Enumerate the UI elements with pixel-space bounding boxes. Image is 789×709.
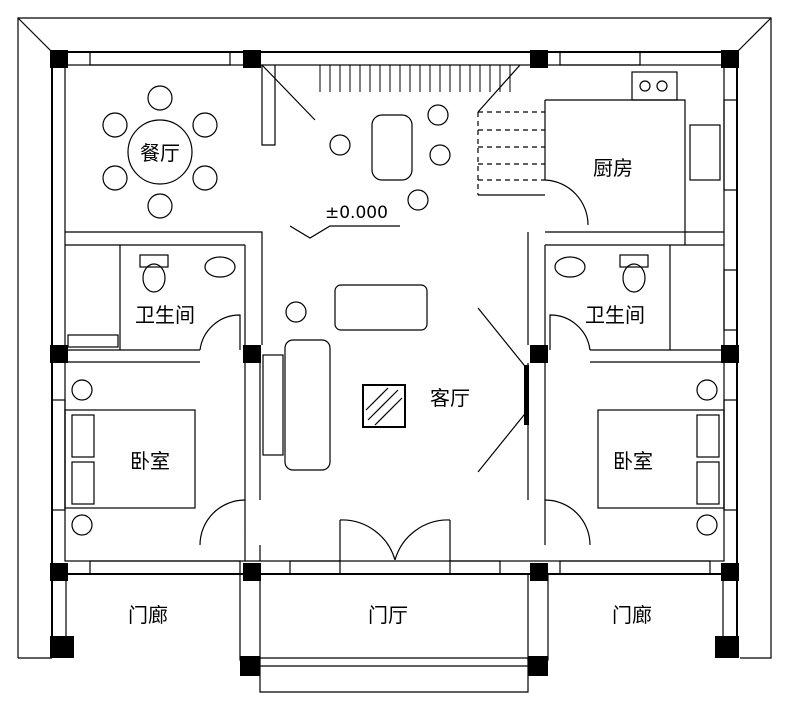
dining-table <box>102 85 218 219</box>
room-label-bath-left: 卫生间 <box>135 303 195 327</box>
room-label-bath-right: 卫生间 <box>585 303 645 327</box>
room-label-living: 客厅 <box>430 386 470 410</box>
level-marker: ±0.000 <box>289 203 400 239</box>
room-label-porch-right: 门廊 <box>612 603 652 627</box>
living-furniture <box>262 104 451 471</box>
room-label-bedroom-right: 卧室 <box>613 449 653 473</box>
level-label: ±0.000 <box>325 203 388 223</box>
exterior-walls <box>51 51 738 667</box>
room-label-kitchen: 厨房 <box>593 156 633 180</box>
room-label-bedroom-left: 卧室 <box>130 449 170 473</box>
roof-outline <box>17 17 772 693</box>
staircase <box>261 64 545 196</box>
room-label-porch-left: 门廊 <box>128 603 168 627</box>
room-label-dining: 餐厅 <box>140 141 180 165</box>
toilets-sinks <box>67 254 649 348</box>
beds <box>64 379 725 536</box>
columns <box>50 50 739 676</box>
interior-walls <box>65 100 724 561</box>
room-label-foyer: 门厅 <box>368 603 408 627</box>
kitchen-fixtures <box>545 71 721 245</box>
